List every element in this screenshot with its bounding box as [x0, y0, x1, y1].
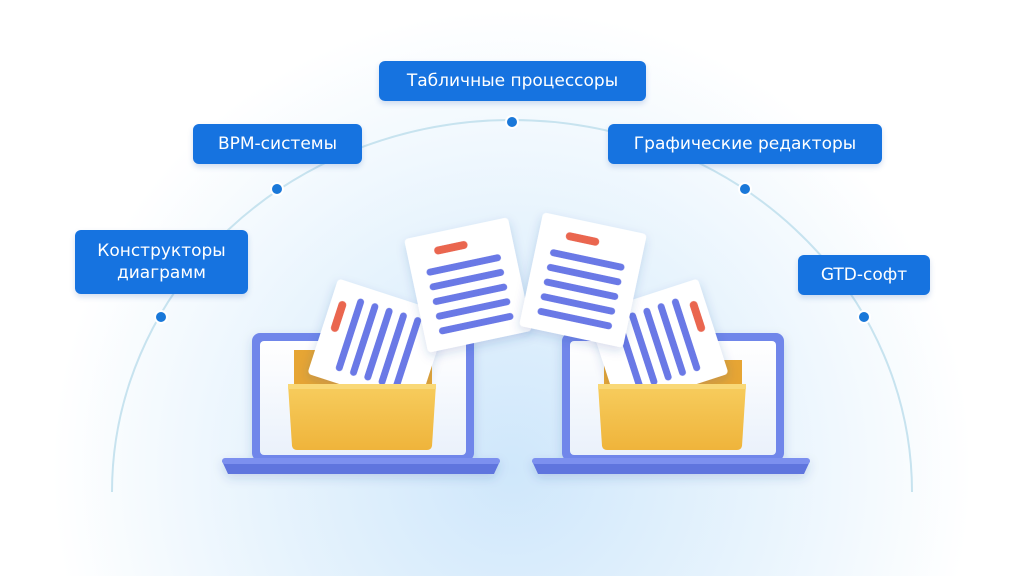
label-diagrams: Конструкторы диаграмм [75, 230, 248, 294]
label-bpm: BPM-системы [193, 124, 362, 164]
arc-node-spreadsheets [505, 115, 519, 129]
arc-node-gtd [857, 310, 871, 324]
label-diagrams-line2: диаграмм [116, 263, 206, 283]
document-icon [404, 217, 532, 353]
label-bpm-text: BPM-системы [217, 134, 338, 154]
label-diagrams-line1: Конструкторы [97, 241, 226, 261]
folder-icon [598, 384, 746, 450]
label-spreadsheets: Табличные процессоры [379, 61, 646, 101]
arc-node-bpm [270, 182, 284, 196]
arc-node-diagrams [154, 310, 168, 324]
document-icon [308, 279, 448, 409]
label-gtd-text: GTD-софт [820, 265, 908, 285]
label-graphics: Графические редакторы [608, 124, 882, 164]
label-gtd: GTD-софт [798, 255, 930, 295]
label-graphics-text: Графические редакторы [633, 134, 857, 154]
document-icon [519, 212, 647, 348]
folder-icon [288, 384, 436, 450]
label-spreadsheets-text: Табличные процессоры [406, 71, 619, 91]
arc-node-graphics [738, 182, 752, 196]
